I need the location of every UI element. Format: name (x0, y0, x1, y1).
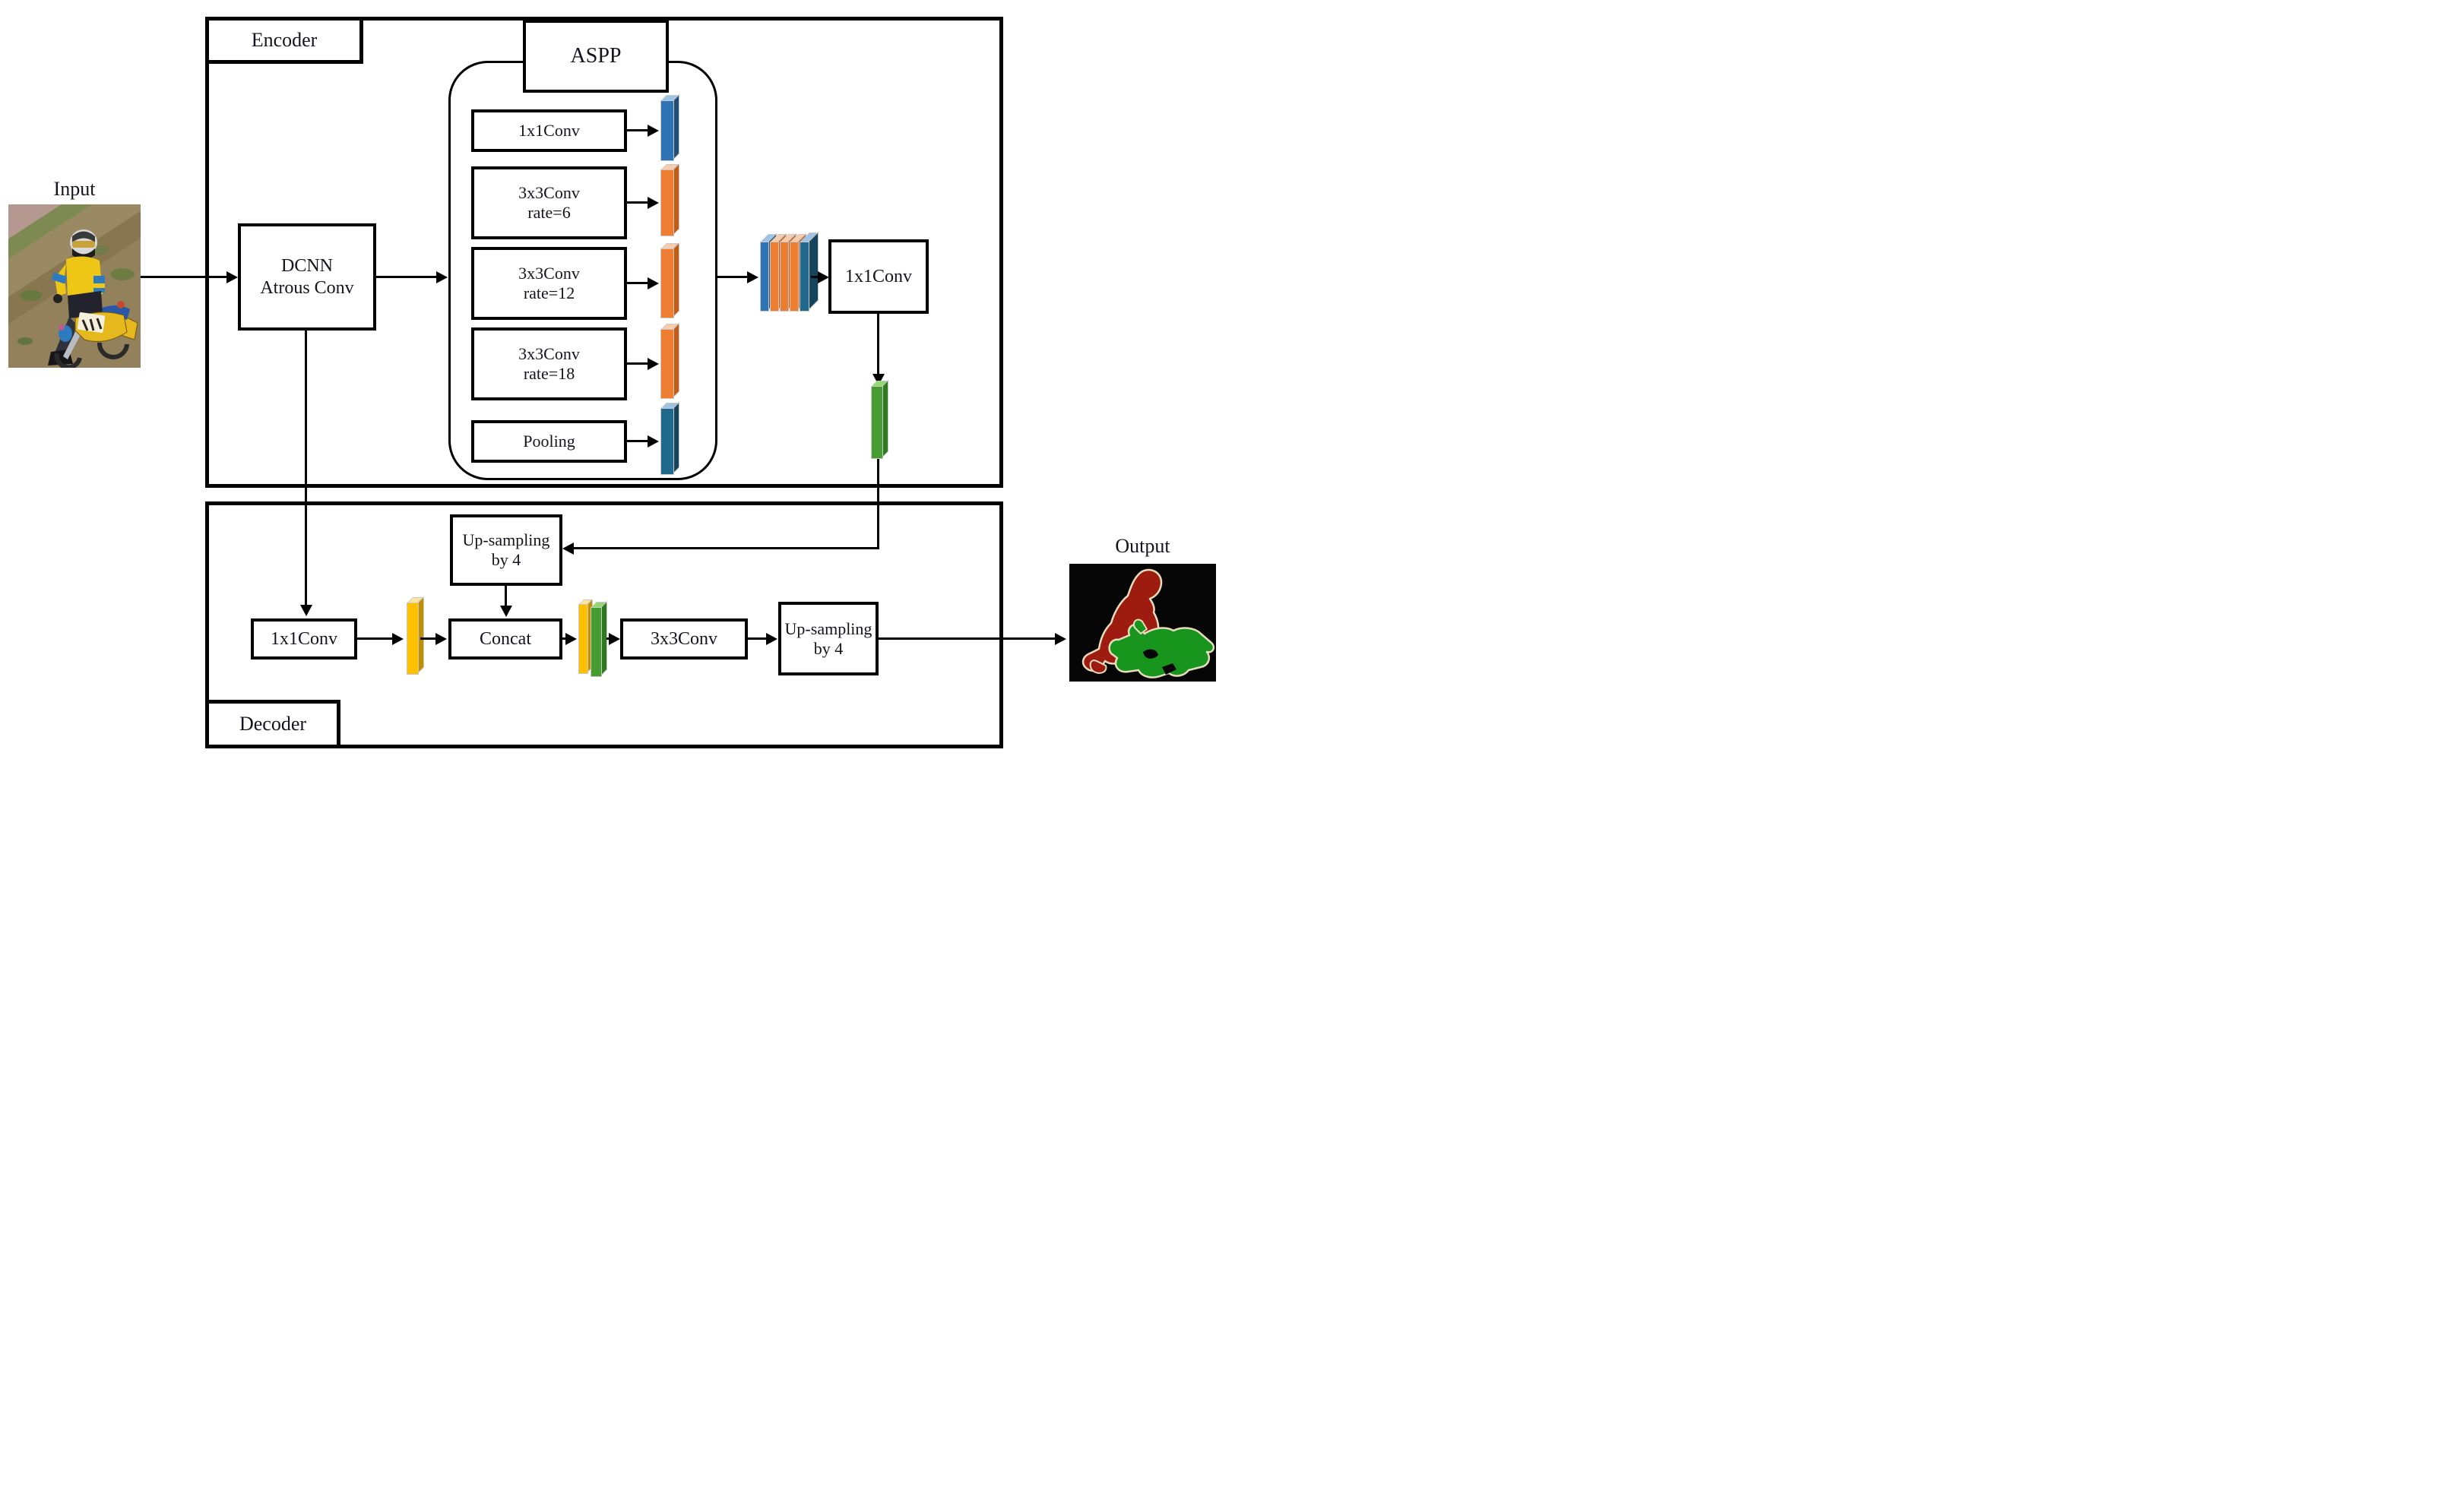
branch-label: 3x3Conv (518, 344, 580, 364)
feature-bar-orange-2 (660, 248, 674, 318)
arrow-stack-proj (811, 276, 820, 278)
arrowhead (392, 633, 404, 645)
encoder-output-feature-green (871, 386, 883, 459)
branch-box-rate6: 3x3Conv rate=6 (471, 166, 627, 239)
arrowhead (648, 435, 659, 448)
stacked-feature-orange-1 (770, 242, 779, 312)
feature-bar-orange-3 (660, 329, 674, 399)
arrow-up2-output (879, 637, 1056, 640)
stacked-feature-blue (760, 242, 769, 312)
arrowhead (648, 125, 659, 137)
lowlevel-conv-box: 1x1Conv (251, 618, 357, 660)
arrowhead (766, 633, 777, 645)
feature-bar-orange-1 (660, 169, 674, 236)
output-mask-svg (1069, 564, 1216, 682)
aspp-title-box: ASPP (523, 20, 669, 93)
arrowhead (565, 633, 577, 645)
branch-box-rate18: 3x3Conv rate=18 (471, 327, 627, 400)
arrowhead (500, 606, 512, 617)
feature-bar-blue (660, 100, 674, 161)
arrowhead (648, 358, 659, 370)
upsample2-box: Up-sampling by 4 (778, 602, 879, 675)
arrowhead (648, 277, 659, 289)
branch-label: Pooling (523, 432, 575, 451)
upsample1-line2: by 4 (491, 550, 521, 569)
arrow-conv3-up2 (748, 637, 768, 640)
branch-rate: rate=12 (523, 283, 575, 302)
concat-feature-yellow (578, 604, 588, 674)
branch-box-1x1conv: 1x1Conv (471, 109, 627, 152)
feature-bar-teal (660, 408, 674, 475)
projection-label: 1x1Conv (844, 266, 912, 286)
output-image (1069, 564, 1216, 682)
concat-box: Concat (448, 618, 562, 660)
output-label: Output (1069, 535, 1216, 558)
arrow-branch4 (627, 362, 650, 365)
dcnn-box: DCNN Atrous Conv (238, 223, 376, 331)
branch-rate: rate=6 (527, 203, 571, 222)
encoder-frame (205, 17, 1003, 488)
arrow-yellow-concat (420, 637, 437, 640)
branch-label: 3x3Conv (518, 183, 580, 203)
arrowhead (436, 271, 448, 283)
arrow-aspp-stack (717, 276, 748, 278)
arrow-branch1 (627, 129, 650, 131)
aspp-title: ASPP (570, 44, 622, 68)
upsample2-line2: by 4 (813, 638, 844, 658)
decoder-label-box: Decoder (205, 700, 340, 748)
upsample1-box: Up-sampling by 4 (450, 514, 562, 586)
arrow-input-dcnn (141, 276, 228, 278)
arrow-branch2 (627, 201, 650, 204)
arrowhead (609, 633, 620, 645)
upsample1-line1: Up-sampling (462, 530, 550, 550)
dcnn-line1: DCNN (280, 256, 333, 277)
upsample2-line1: Up-sampling (784, 618, 872, 638)
arrowhead (747, 271, 758, 283)
arrow-branch3 (627, 282, 650, 284)
arrow-up1-concat (505, 586, 507, 607)
lowlevel-conv-label: 1x1Conv (270, 628, 337, 649)
dcnn-line2: Atrous Conv (260, 277, 354, 298)
concat-label: Concat (480, 628, 531, 649)
line-proj-down (877, 314, 879, 376)
input-label: Input (8, 178, 141, 201)
branch-rate: rate=18 (523, 364, 575, 383)
branch-box-rate12: 3x3Conv rate=12 (471, 247, 627, 320)
branch-box-pooling: Pooling (471, 420, 627, 463)
arrowhead (648, 197, 659, 209)
arrow-conv-yellow (357, 637, 394, 640)
concat-feature-green (591, 607, 602, 677)
stacked-feature-orange-3 (790, 242, 799, 312)
branch-label: 1x1Conv (518, 121, 580, 141)
arrowhead (1055, 633, 1066, 645)
stacked-feature-teal (800, 242, 809, 312)
refine-conv-label: 3x3Conv (650, 628, 717, 649)
arrowhead (226, 271, 238, 283)
encoder-label-box: Encoder (205, 17, 363, 64)
architecture-diagram: ASPP Encoder DCNN Atrous Conv 1x1Conv 3x… (0, 0, 1225, 756)
arrow-branch5 (627, 440, 650, 442)
projection-conv-box: 1x1Conv (828, 239, 929, 314)
input-photo-svg (8, 204, 141, 368)
decoder-label: Decoder (239, 712, 307, 735)
branch-label: 3x3Conv (518, 264, 580, 283)
line-green-left (572, 547, 879, 549)
arrowhead (435, 633, 447, 645)
arrowhead (300, 605, 312, 616)
encoder-label: Encoder (251, 28, 318, 51)
lowlevel-feature-yellow (407, 603, 419, 675)
arrowhead (562, 542, 574, 555)
decoder-frame (205, 501, 1003, 748)
stacked-feature-orange-2 (780, 242, 789, 312)
arrowhead (818, 271, 829, 283)
refine-conv-box: 3x3Conv (620, 618, 748, 660)
output-label-text: Output (1115, 535, 1170, 557)
line-dcnn-skip (305, 331, 307, 606)
arrow-dcnn-aspp (376, 276, 437, 278)
input-label-text: Input (53, 178, 96, 200)
input-image (8, 204, 141, 368)
